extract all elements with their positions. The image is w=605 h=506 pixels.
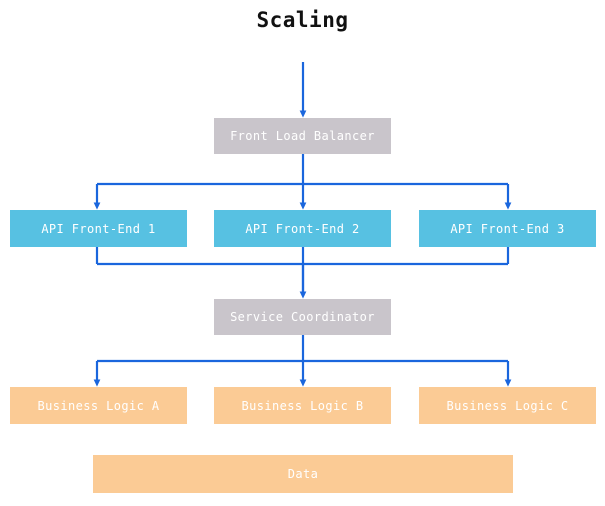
node-business-logic-b[interactable]: Business Logic B [214, 387, 391, 424]
page-title: Scaling [256, 8, 349, 32]
node-api-front-end-1[interactable]: API Front-End 1 [10, 210, 187, 247]
edge-flb-bus [97, 154, 508, 186]
node-api-front-end-2[interactable]: API Front-End 2 [214, 210, 391, 247]
node-business-logic-a[interactable]: Business Logic A [10, 387, 187, 424]
edge-svc-bus [97, 335, 508, 363]
node-service-coordinator[interactable]: Service Coordinator [214, 299, 391, 335]
edge-api-merge-bus [95, 247, 510, 295]
node-api-front-end-3[interactable]: API Front-End 3 [419, 210, 596, 247]
node-front-load-balancer[interactable]: Front Load Balancer [214, 118, 391, 154]
node-data[interactable]: Data [93, 455, 513, 493]
node-business-logic-c[interactable]: Business Logic C [419, 387, 596, 424]
